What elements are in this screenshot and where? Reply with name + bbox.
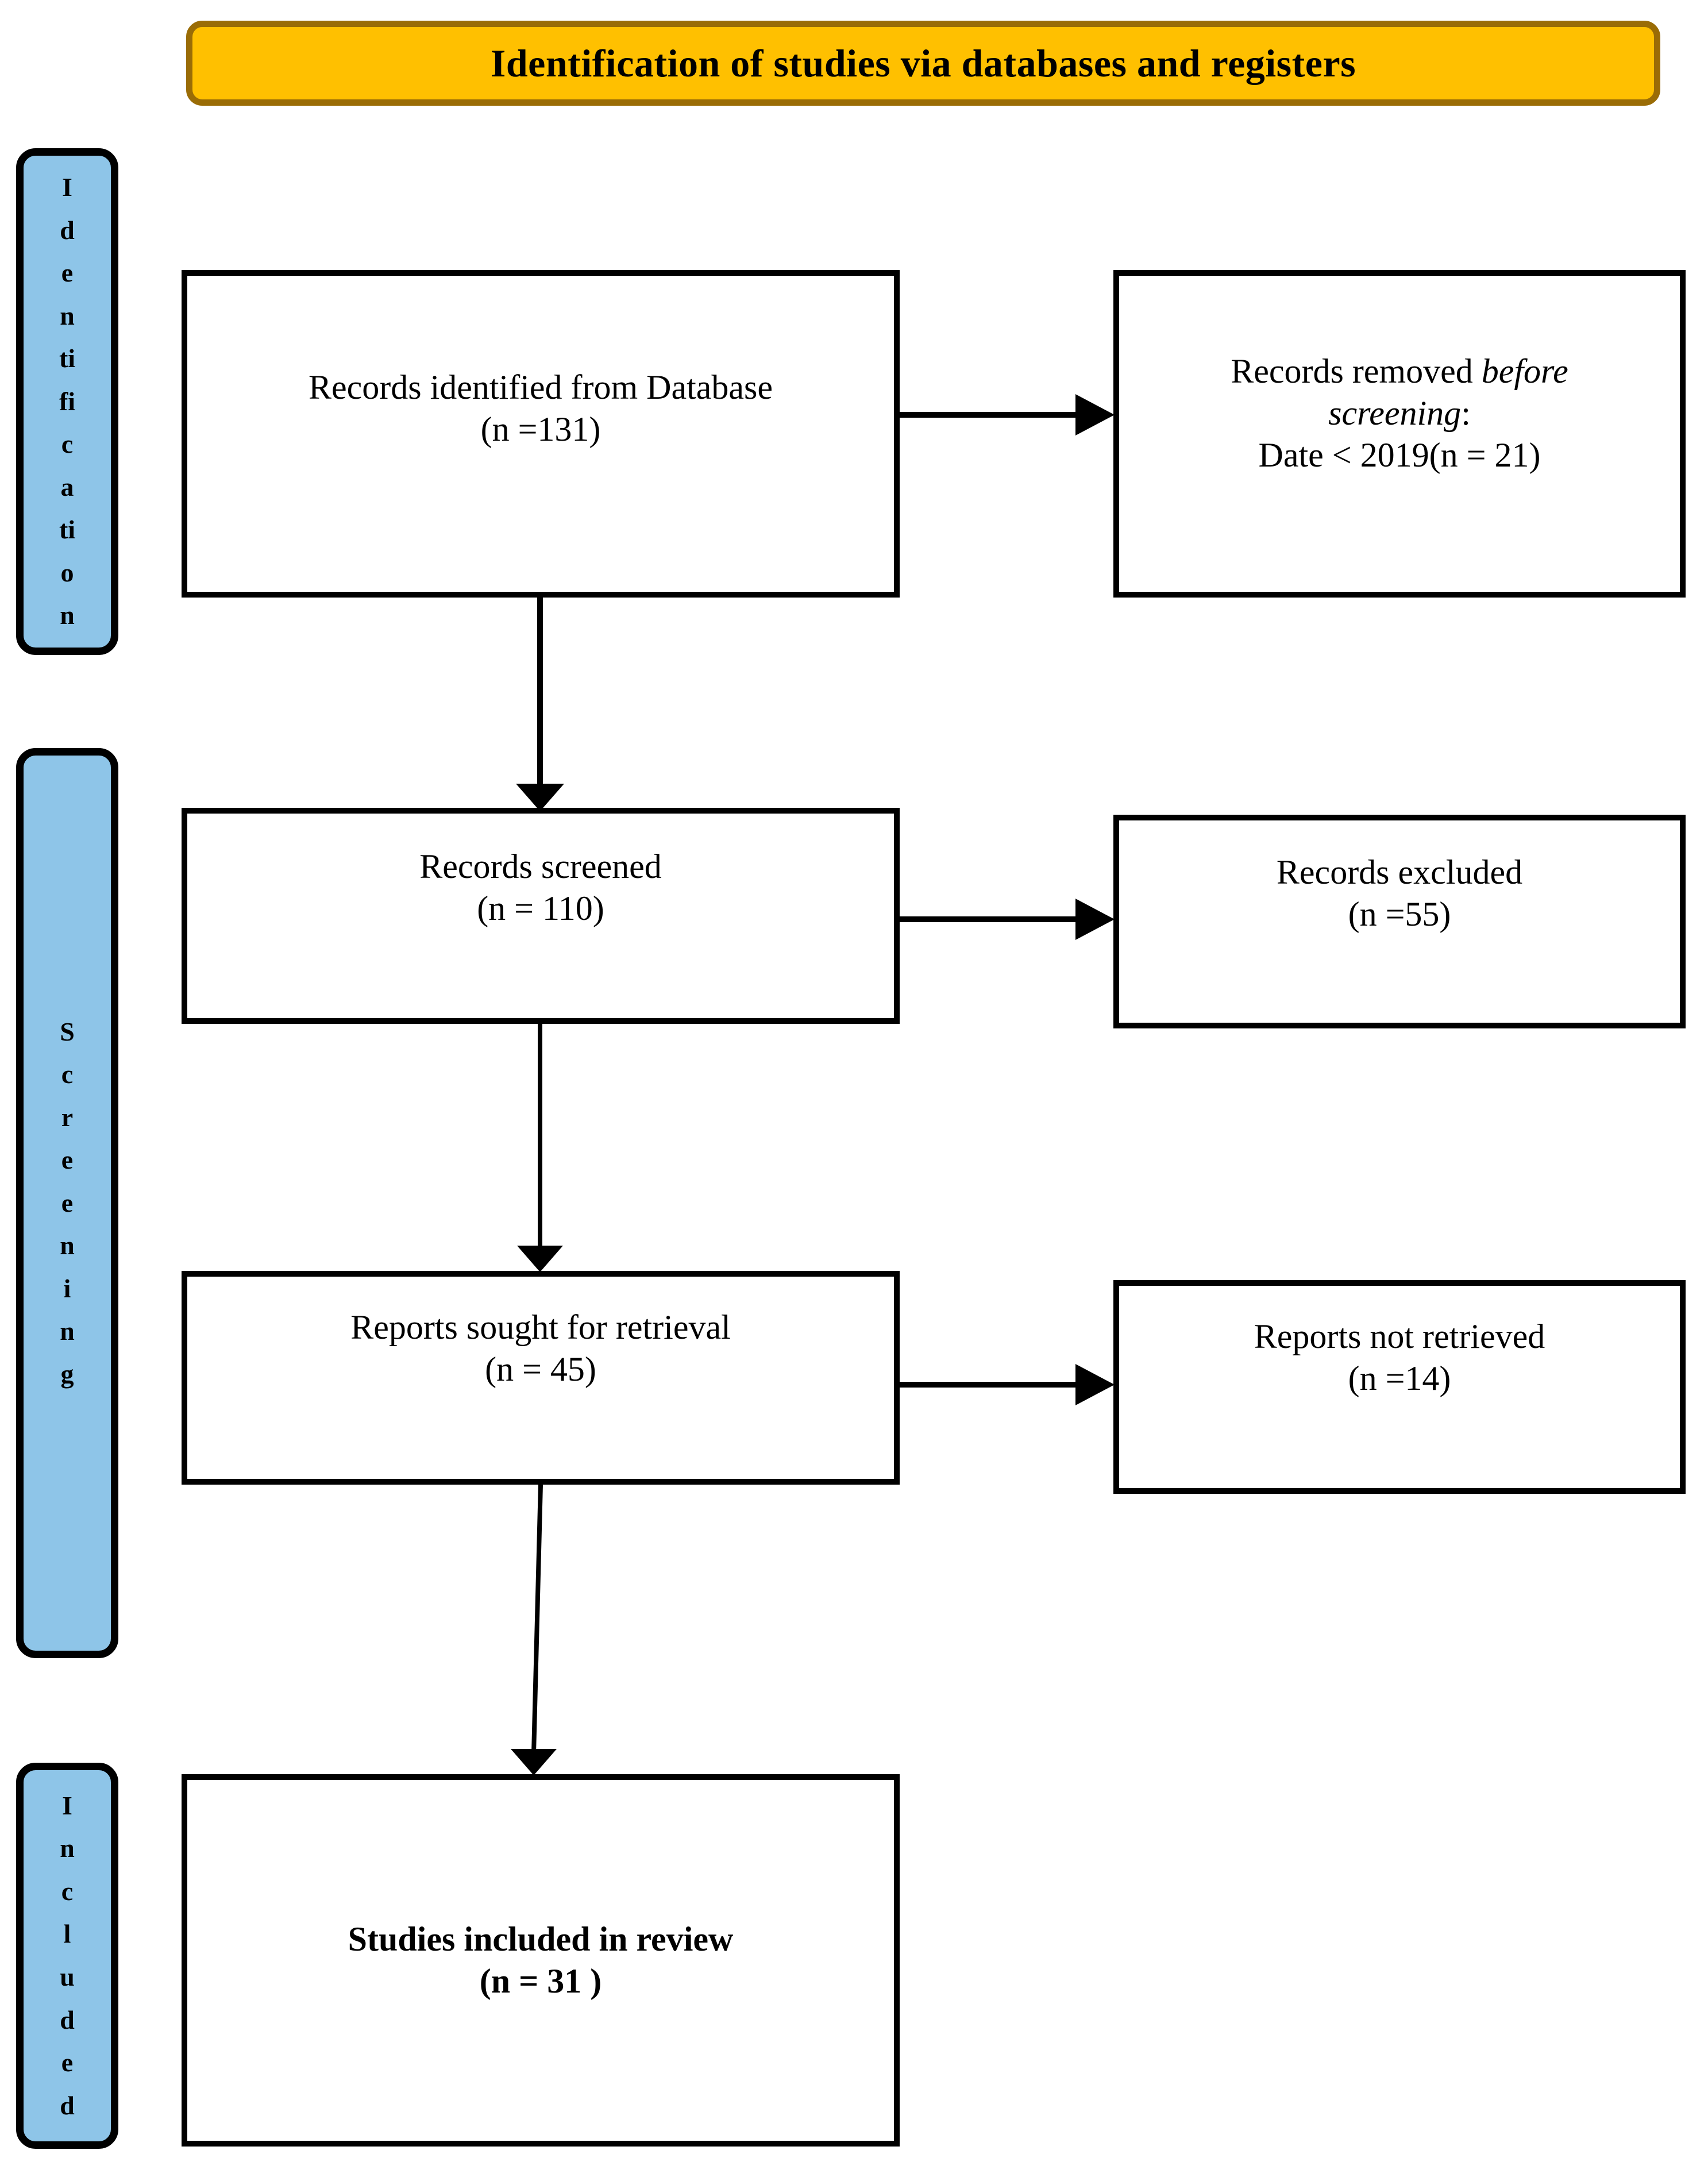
stage-letter: n: [60, 300, 75, 330]
stage-letter: d: [60, 2005, 75, 2034]
box-line-1: Studies included in review: [348, 1920, 734, 1958]
stage-letter: n: [60, 600, 75, 630]
box-line-1: Records excluded: [1276, 853, 1523, 891]
box-line-2: (n =131): [480, 410, 601, 449]
box-line-1: Reports sought for retrieval: [350, 1308, 731, 1346]
box-records-screened: Records screened (n = 110): [182, 808, 900, 1024]
box-line-2: (n = 110): [477, 889, 604, 928]
box-reports-not-retrieved: Reports not retrieved (n =14): [1113, 1280, 1686, 1494]
box-line-1-emphasis: before: [1481, 352, 1568, 390]
stage-letter: o: [60, 557, 74, 587]
box-line-1: Reports not retrieved: [1254, 1317, 1545, 1355]
page-title: Identification of studies via databases …: [490, 41, 1356, 85]
stage-letter: I: [62, 172, 72, 202]
stage-letter: l: [63, 1919, 71, 1949]
box-studies-included: Studies included in review (n = 31 ): [182, 1774, 900, 2147]
stage-letter: I: [62, 1790, 72, 1820]
stage-letters-identification: I d e n ti fi c a ti o n: [59, 166, 75, 637]
connector-identified-to-removed: [900, 394, 1115, 436]
stage-letter: d: [60, 2090, 75, 2120]
stage-letter: e: [61, 1188, 74, 1217]
stage-label-screening: S c r e e n i n g: [16, 748, 118, 1658]
stage-letter: e: [61, 258, 74, 288]
stage-letter: ti: [59, 515, 76, 545]
box-line-1: Records removed before: [1231, 350, 1568, 392]
box-line-2: (n = 31 ): [479, 1962, 602, 2000]
stage-letter: r: [61, 1102, 74, 1132]
box-line-2: (n =14): [1348, 1359, 1451, 1398]
stage-letters-included: I n c l u d e d: [60, 1785, 75, 2127]
box-records-excluded: Records excluded (n =55): [1113, 815, 1686, 1028]
stage-letter: e: [61, 2048, 74, 2078]
box-line-2-suffix: :: [1461, 394, 1471, 433]
stage-letter: fi: [59, 386, 76, 416]
connector-identified-to-screened: [516, 598, 564, 811]
stage-letter: S: [60, 1016, 75, 1046]
box-records-removed: Records removed before screening: Date <…: [1113, 270, 1686, 598]
stage-letter: u: [60, 1962, 75, 1991]
box-line-1-text: Records removed: [1231, 352, 1482, 390]
stage-letter: n: [60, 1231, 75, 1261]
stage-letter: n: [60, 1316, 75, 1346]
header-banner: Identification of studies via databases …: [186, 21, 1660, 106]
stage-letter: e: [61, 1145, 74, 1175]
stage-letter: ti: [59, 344, 76, 373]
stage-letter: i: [63, 1273, 71, 1303]
box-line-3: Date < 2019(n = 21): [1258, 436, 1541, 475]
box-line-1: Records identified from Database: [308, 368, 773, 406]
box-line-2: (n =55): [1348, 895, 1451, 934]
stage-letters-screening: S c r e e n i n g: [60, 1011, 75, 1396]
stage-letter: a: [60, 472, 74, 502]
box-records-identified: Records identified from Database (n =131…: [182, 270, 900, 598]
stage-letter: n: [60, 1833, 75, 1863]
box-line-2-emphasis: screening: [1328, 394, 1462, 433]
box-reports-sought: Reports sought for retrieval (n = 45): [182, 1271, 900, 1485]
connector-sought-to-not-retrieved: [900, 1364, 1115, 1405]
box-line-2: (n = 45): [485, 1350, 596, 1389]
stage-label-included: I n c l u d e d: [16, 1763, 118, 2149]
stage-letter: g: [60, 1359, 74, 1389]
box-line-2: screening:: [1328, 392, 1471, 434]
connector-screened-to-excluded: [900, 899, 1115, 940]
stage-letter: c: [61, 429, 74, 459]
stage-letter: c: [61, 1059, 74, 1089]
stage-letter: c: [61, 1876, 74, 1906]
box-line-1: Records screened: [419, 847, 662, 885]
connector-screened-to-sought: [517, 1024, 563, 1272]
connector-sought-to-included: [511, 1484, 557, 1775]
stage-letter: d: [60, 215, 75, 245]
stage-label-identification: I d e n ti fi c a ti o n: [16, 148, 118, 655]
